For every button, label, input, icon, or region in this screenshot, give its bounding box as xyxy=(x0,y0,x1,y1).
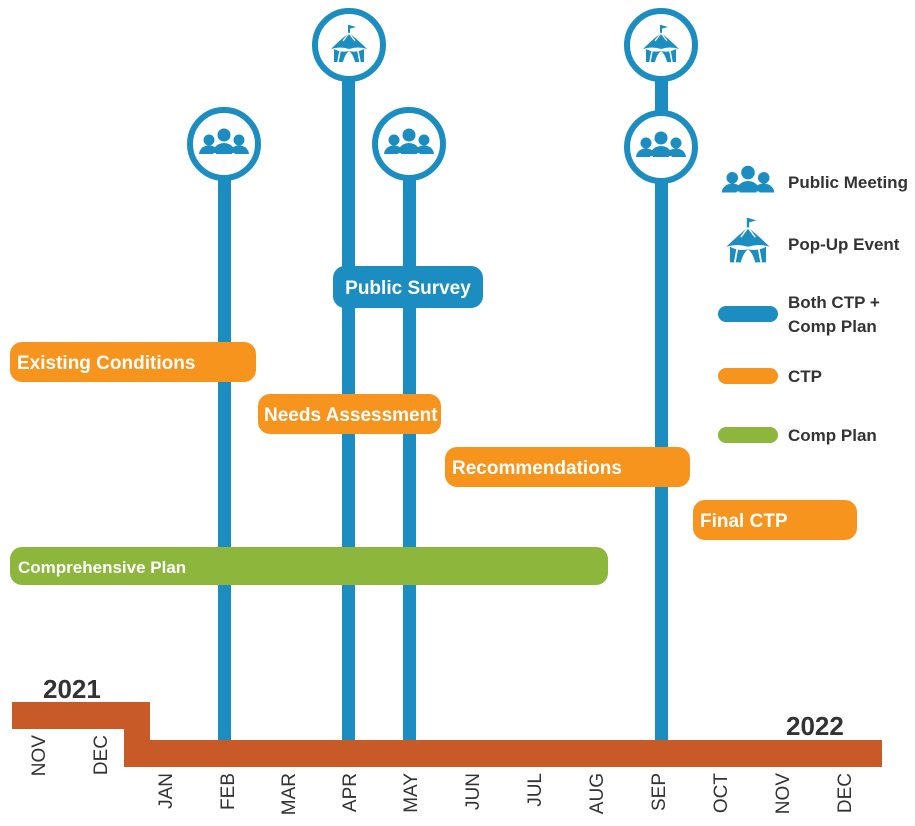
event-line-feb xyxy=(218,135,231,741)
year-label-2022: 2022 xyxy=(786,711,844,741)
pop-up-event-icon xyxy=(725,216,771,264)
month-label-7: JUN xyxy=(463,773,484,810)
legend-public-meeting: Public Meeting xyxy=(721,165,908,193)
public-meeting-icon xyxy=(721,165,775,193)
legend-ctp-swatch xyxy=(718,368,778,384)
legend-comp-plan-swatch xyxy=(718,427,778,443)
phase-comprehensive-plan-label: Comprehensive Plan xyxy=(18,558,186,577)
month-label-0: NOV xyxy=(29,735,50,777)
phase-comprehensive-plan: Comprehensive Plan xyxy=(10,547,608,585)
month-label-4: MAR xyxy=(279,773,300,815)
phase-recommendations-label: Recommendations xyxy=(452,458,622,479)
legend-both: Both CTP + Comp Plan xyxy=(718,293,880,336)
pop-up-event-icon xyxy=(624,8,698,82)
legend-ctp-label: CTP xyxy=(788,367,822,386)
pop-up-event-icon xyxy=(312,8,386,82)
public-meeting-icon xyxy=(187,107,261,181)
phase-needs-assessment-label: Needs Assessment xyxy=(264,405,438,426)
month-label-11: OCT xyxy=(711,773,732,814)
legend-comp-plan: Comp Plan xyxy=(718,426,877,445)
month-label-10: SEP xyxy=(649,773,670,811)
legend-ctp: CTP xyxy=(718,367,822,386)
timeline-bar xyxy=(12,702,882,767)
event-line-sep xyxy=(655,45,668,741)
month-label-3: FEB xyxy=(218,773,239,810)
phase-recommendations: Recommendations xyxy=(445,447,690,487)
legend-comp-plan-label: Comp Plan xyxy=(788,426,877,445)
month-labels: NOV DEC JAN FEB MAR APR MAY JUN JUL AUG SEP OCT NOV D… xyxy=(29,735,856,816)
event-line-apr xyxy=(342,45,355,741)
phase-existing-conditions: Existing Conditions xyxy=(10,342,256,382)
legend: Public Meeting Pop-Up Event Both CTP + C… xyxy=(718,165,908,445)
month-label-13: DEC xyxy=(835,773,856,813)
legend-public-meeting-label: Public Meeting xyxy=(788,173,908,192)
month-label-1: DEC xyxy=(91,735,112,775)
month-label-9: AUG xyxy=(587,773,608,814)
phase-final-ctp-label: Final CTP xyxy=(700,511,788,532)
legend-pop-up-event: Pop-Up Event xyxy=(725,216,900,264)
phase-existing-conditions-label: Existing Conditions xyxy=(17,353,195,374)
event-line-may xyxy=(403,135,416,741)
phase-public-survey: Public Survey xyxy=(333,266,483,308)
month-label-8: JUL xyxy=(525,773,546,807)
phase-public-survey-label: Public Survey xyxy=(345,278,471,299)
phase-final-ctp: Final CTP xyxy=(693,500,857,540)
legend-both-label-line2: Comp Plan xyxy=(788,317,877,336)
legend-pop-up-event-label: Pop-Up Event xyxy=(788,235,900,254)
month-label-6: MAY xyxy=(401,773,422,813)
public-meeting-icon xyxy=(624,110,698,184)
public-meeting-icon xyxy=(372,107,446,181)
month-label-5: APR xyxy=(340,773,361,812)
phase-needs-assessment: Needs Assessment xyxy=(258,394,441,434)
legend-both-label-line1: Both CTP + xyxy=(788,293,880,312)
legend-both-swatch xyxy=(718,306,778,322)
year-label-2021: 2021 xyxy=(43,674,101,704)
month-label-2: JAN xyxy=(156,773,177,809)
month-label-12: NOV xyxy=(773,773,794,815)
